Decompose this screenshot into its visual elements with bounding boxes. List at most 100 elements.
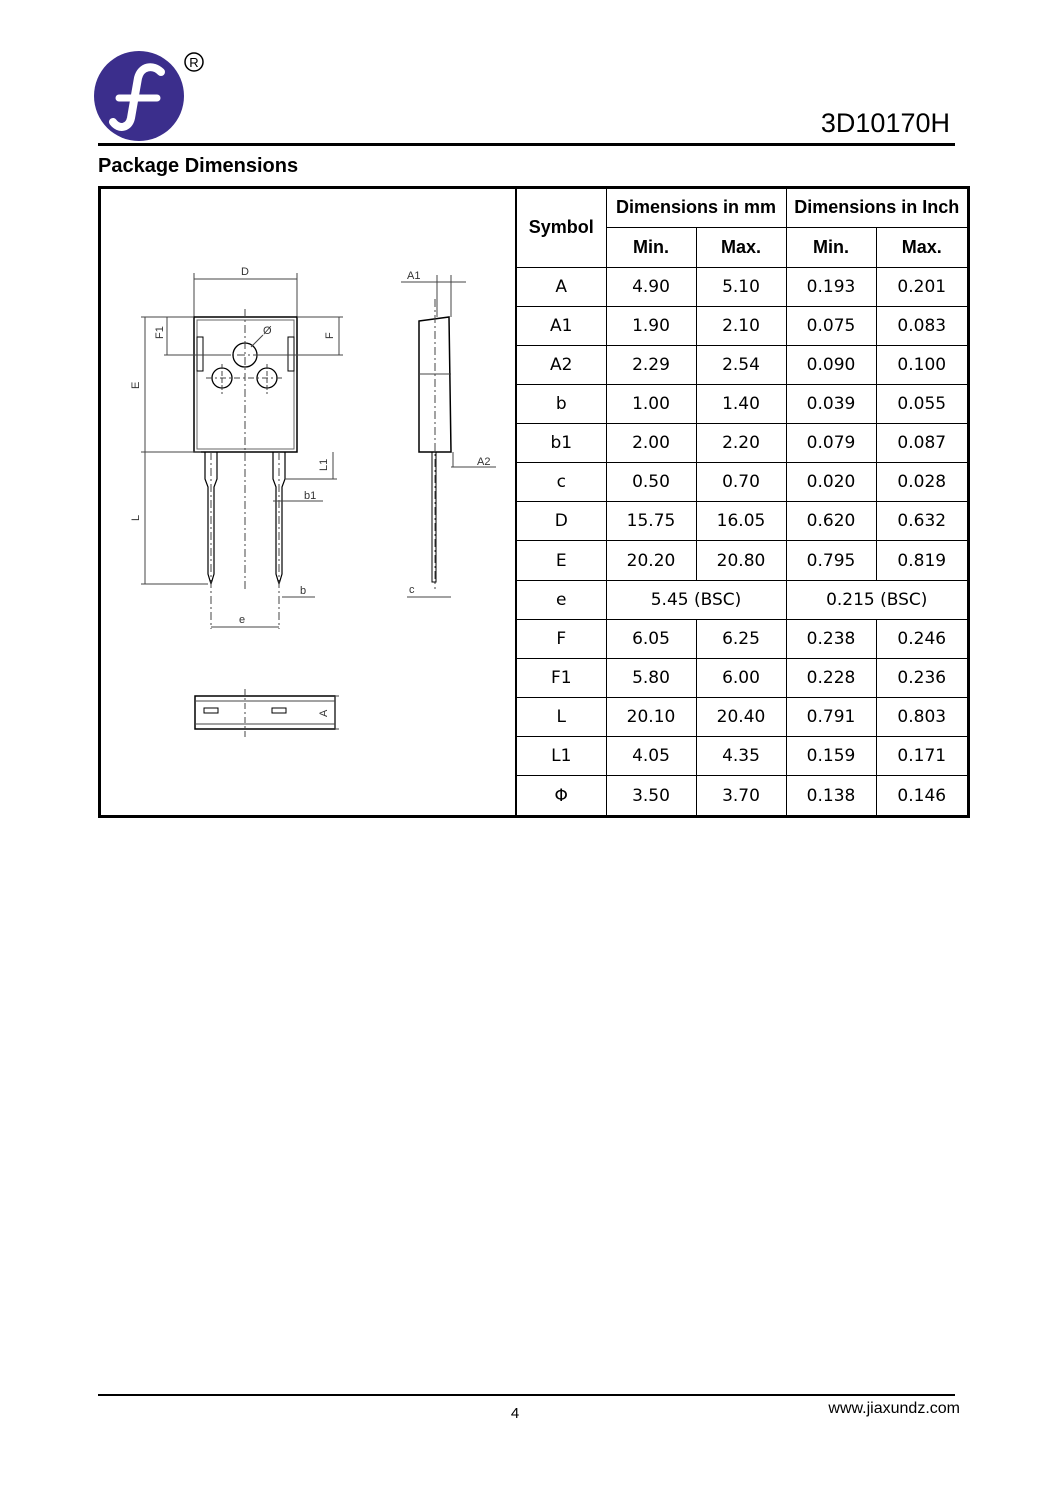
part-number: 3D10170H: [820, 108, 950, 138]
svg-text:Ø: Ø: [263, 325, 272, 337]
header-dimensions-mm: Dimensions in mm: [605, 189, 787, 228]
cell-mm-min: 0.50: [605, 462, 697, 503]
cell-inch-max: 0.055: [875, 383, 967, 425]
cell-inch-max: 0.819: [875, 540, 967, 581]
cell-inch-min: 0.079: [785, 423, 877, 464]
cell-mm-min: 20.10: [605, 696, 697, 738]
cell-symbol: A1: [517, 305, 607, 346]
cell-mm-max: 0.70: [695, 462, 787, 503]
cell-inch-min: 0.075: [785, 305, 877, 346]
package-dimensions-frame: D Ø F1 F E L1 b1 L b e A1 A2 c A Symbol …: [98, 186, 970, 818]
dimensions-table: Symbol Dimensions in mm Dimensions in In…: [517, 189, 967, 815]
svg-text:c: c: [409, 584, 415, 596]
cell-mm-max: 16.05: [695, 501, 787, 542]
cell-inch-max: 0.100: [875, 344, 967, 385]
header-inch-max: Max.: [875, 226, 967, 268]
cell-inch-max: 0.803: [875, 696, 967, 738]
cell-mm-max: 4.35: [695, 736, 787, 777]
cell-mm-min: 20.20: [605, 540, 697, 581]
cell-mm-max: 6.00: [695, 657, 787, 698]
cell-symbol: c: [517, 462, 607, 503]
company-logo: R: [94, 51, 204, 141]
cell-symbol: L: [517, 696, 607, 738]
cell-mm-max: 2.10: [695, 305, 787, 346]
cell-symbol: D: [517, 501, 607, 542]
header-mm-min: Min.: [605, 226, 697, 268]
cell-mm-max: 3.70: [695, 775, 787, 815]
svg-text:D: D: [241, 266, 249, 278]
svg-text:b1: b1: [304, 490, 316, 502]
cell-mm-max: 6.25: [695, 618, 787, 659]
svg-text:A: A: [318, 709, 330, 717]
svg-text:F: F: [324, 332, 336, 339]
cell-inch-max: 0.171: [875, 736, 967, 777]
cell-mm-min: 2.00: [605, 423, 697, 464]
cell-mm-max: 2.20: [695, 423, 787, 464]
cell-inch-max: 0.632: [875, 501, 967, 542]
cell-inch-min: 0.795: [785, 540, 877, 581]
cell-inch-min: 0.791: [785, 696, 877, 738]
cell-inch-max: 0.201: [875, 266, 967, 307]
registered-mark-icon: [184, 52, 204, 72]
cell-symbol: b: [517, 383, 607, 425]
header-dimensions-inch: Dimensions in Inch: [785, 189, 967, 228]
svg-text:e: e: [239, 614, 245, 626]
cell-symbol: A2: [517, 344, 607, 385]
header-mm-max: Max.: [695, 226, 787, 268]
svg-text:E: E: [130, 382, 142, 389]
cell-mm-max: 2.54: [695, 344, 787, 385]
cell-inch-min: 0.238: [785, 618, 877, 659]
cell-mm-min: 15.75: [605, 501, 697, 542]
cell-symbol: Φ: [517, 775, 607, 815]
cell-mm-max: 20.40: [695, 696, 787, 738]
website-link[interactable]: www.jiaxundz.com: [828, 1400, 960, 1417]
svg-text:R: R: [189, 55, 198, 70]
table-header-row: Symbol Dimensions in mm Dimensions in In…: [517, 189, 967, 268]
cell-inch-max: 0.083: [875, 305, 967, 346]
cell-mm-min: 3.50: [605, 775, 697, 815]
cell-mm-min: 1.90: [605, 305, 697, 346]
svg-text:L: L: [130, 515, 142, 521]
page-number: 4: [510, 1405, 520, 1422]
cell-inch-min: 0.228: [785, 657, 877, 698]
table-subheader-row: Min. Max. Min. Max.: [517, 226, 967, 268]
cell-inch-min: 0.090: [785, 344, 877, 385]
cell-inch-max: 0.087: [875, 423, 967, 464]
cell-symbol: b1: [517, 423, 607, 464]
svg-text:A1: A1: [407, 270, 420, 282]
cell-inch-max: 0.146: [875, 775, 967, 815]
cell-inch-max: 0.246: [875, 618, 967, 659]
cell-symbol: A: [517, 266, 607, 307]
cell-mm-min: 5.80: [605, 657, 697, 698]
cell-mm-min: 4.05: [605, 736, 697, 777]
cell-symbol: E: [517, 540, 607, 581]
cell-mm-bsc: 5.45 (BSC): [605, 579, 787, 620]
cell-inch-min: 0.039: [785, 383, 877, 425]
cell-symbol: F1: [517, 657, 607, 698]
svg-text:b: b: [300, 585, 306, 597]
header-symbol: Symbol: [517, 189, 607, 268]
cell-mm-min: 2.29: [605, 344, 697, 385]
svg-text:L1: L1: [318, 459, 330, 471]
cell-mm-min: 4.90: [605, 266, 697, 307]
cell-mm-max: 20.80: [695, 540, 787, 581]
cell-mm-max: 1.40: [695, 383, 787, 425]
cell-inch-max: 0.028: [875, 462, 967, 503]
header-inch-min: Min.: [785, 226, 877, 268]
cell-inch-min: 0.020: [785, 462, 877, 503]
cell-inch-max: 0.236: [875, 657, 967, 698]
cell-mm-max: 5.10: [695, 266, 787, 307]
